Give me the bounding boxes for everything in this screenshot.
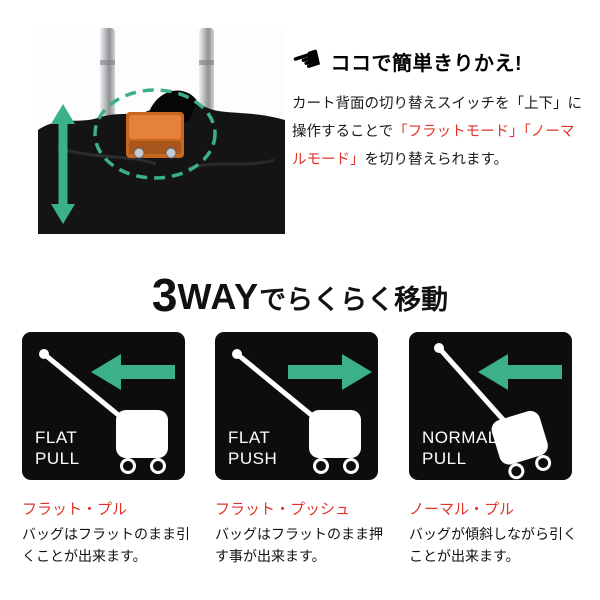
pole-seam-left — [100, 60, 115, 65]
panel-label-line2: PUSH — [228, 449, 278, 469]
caption-body: バッグが傾斜しながら引くことが出来ます。 — [409, 526, 577, 564]
caption-title: ノーマル・プル — [409, 501, 515, 518]
caption-flat-push: フラット・プッシュ バッグはフラットのまま押す事が出来ます。 — [215, 498, 385, 567]
body-text-normal-mode: 「ノーマルモード」 — [292, 123, 575, 168]
panel-label-line2: PULL — [35, 449, 80, 469]
arrow-left-icon — [478, 354, 562, 390]
pole-seam-right — [199, 60, 214, 65]
panel-label: NORMAL PULL — [422, 427, 498, 471]
heading-rest: でらくらく移動 — [259, 285, 449, 315]
panel-label-line1: FLAT — [35, 427, 78, 447]
arrow-left-icon — [91, 354, 175, 390]
panel-label: FLAT PUSH — [228, 427, 277, 471]
bag-fabric — [38, 90, 285, 234]
panel-label-line1: NORMAL — [422, 427, 498, 447]
caption-body: バッグはフラットのまま引くことが出来ます。 — [22, 526, 190, 564]
switch-body-text: カート背面の切り替えスイッチを「上下」に操作することで「フラットモード」「ノーマ… — [292, 91, 586, 174]
caption-title: フラット・プッシュ — [215, 501, 351, 518]
switch-headline: ココで簡単きりかえ! — [330, 52, 523, 75]
caption-normal-pull: ノーマル・プル バッグが傾斜しながら引くことが出来ます。 — [409, 498, 579, 567]
caption-body: バッグはフラットのまま押す事が出来ます。 — [215, 526, 383, 564]
caption-flat-pull: フラット・プル バッグはフラットのまま引くことが出来ます。 — [22, 498, 192, 567]
body-text-flat-mode: 「フラットモード」 — [393, 123, 524, 140]
panel-label-line2: PULL — [422, 449, 467, 469]
panel-flat-pull: FLAT PULL — [22, 332, 185, 480]
normal-pull-cart-illustration — [434, 343, 552, 480]
cart-switch-illustration — [38, 26, 285, 234]
switch-description: ☚ ココで簡単きりかえ! カート背面の切り替えスイッチを「上下」に操作することで… — [287, 38, 586, 174]
pointing-hand-icon: ☚ — [286, 38, 328, 84]
up-down-arrow-icon — [51, 104, 75, 224]
flat-pull-cart-illustration — [39, 349, 168, 474]
three-way-heading: 3WAYでらくらく移動 — [0, 268, 600, 322]
caption-title: フラット・プル — [22, 501, 128, 518]
panel-label: FLAT PULL — [35, 427, 80, 471]
panel-normal-pull: NORMAL PULL — [409, 332, 572, 480]
flat-push-cart-illustration — [232, 349, 361, 474]
heading-way: WAY — [177, 276, 260, 317]
body-text-black: カート背面の切り替えスイッチを「上下」に操作することで — [292, 96, 582, 140]
fabric-crease — [57, 146, 157, 166]
cart-switch-photo — [38, 26, 285, 234]
heading-number: 3 — [151, 269, 178, 321]
highlight-dashed-ellipse — [93, 88, 217, 180]
body-text-black: を切り替えられます。 — [364, 151, 509, 168]
arrow-right-icon — [288, 354, 372, 390]
panel-flat-push: FLAT PUSH — [215, 332, 378, 480]
mode-switch — [126, 112, 184, 159]
switch-headline-row: ☚ ココで簡単きりかえ! — [287, 38, 586, 84]
panel-label-line1: FLAT — [228, 427, 271, 447]
